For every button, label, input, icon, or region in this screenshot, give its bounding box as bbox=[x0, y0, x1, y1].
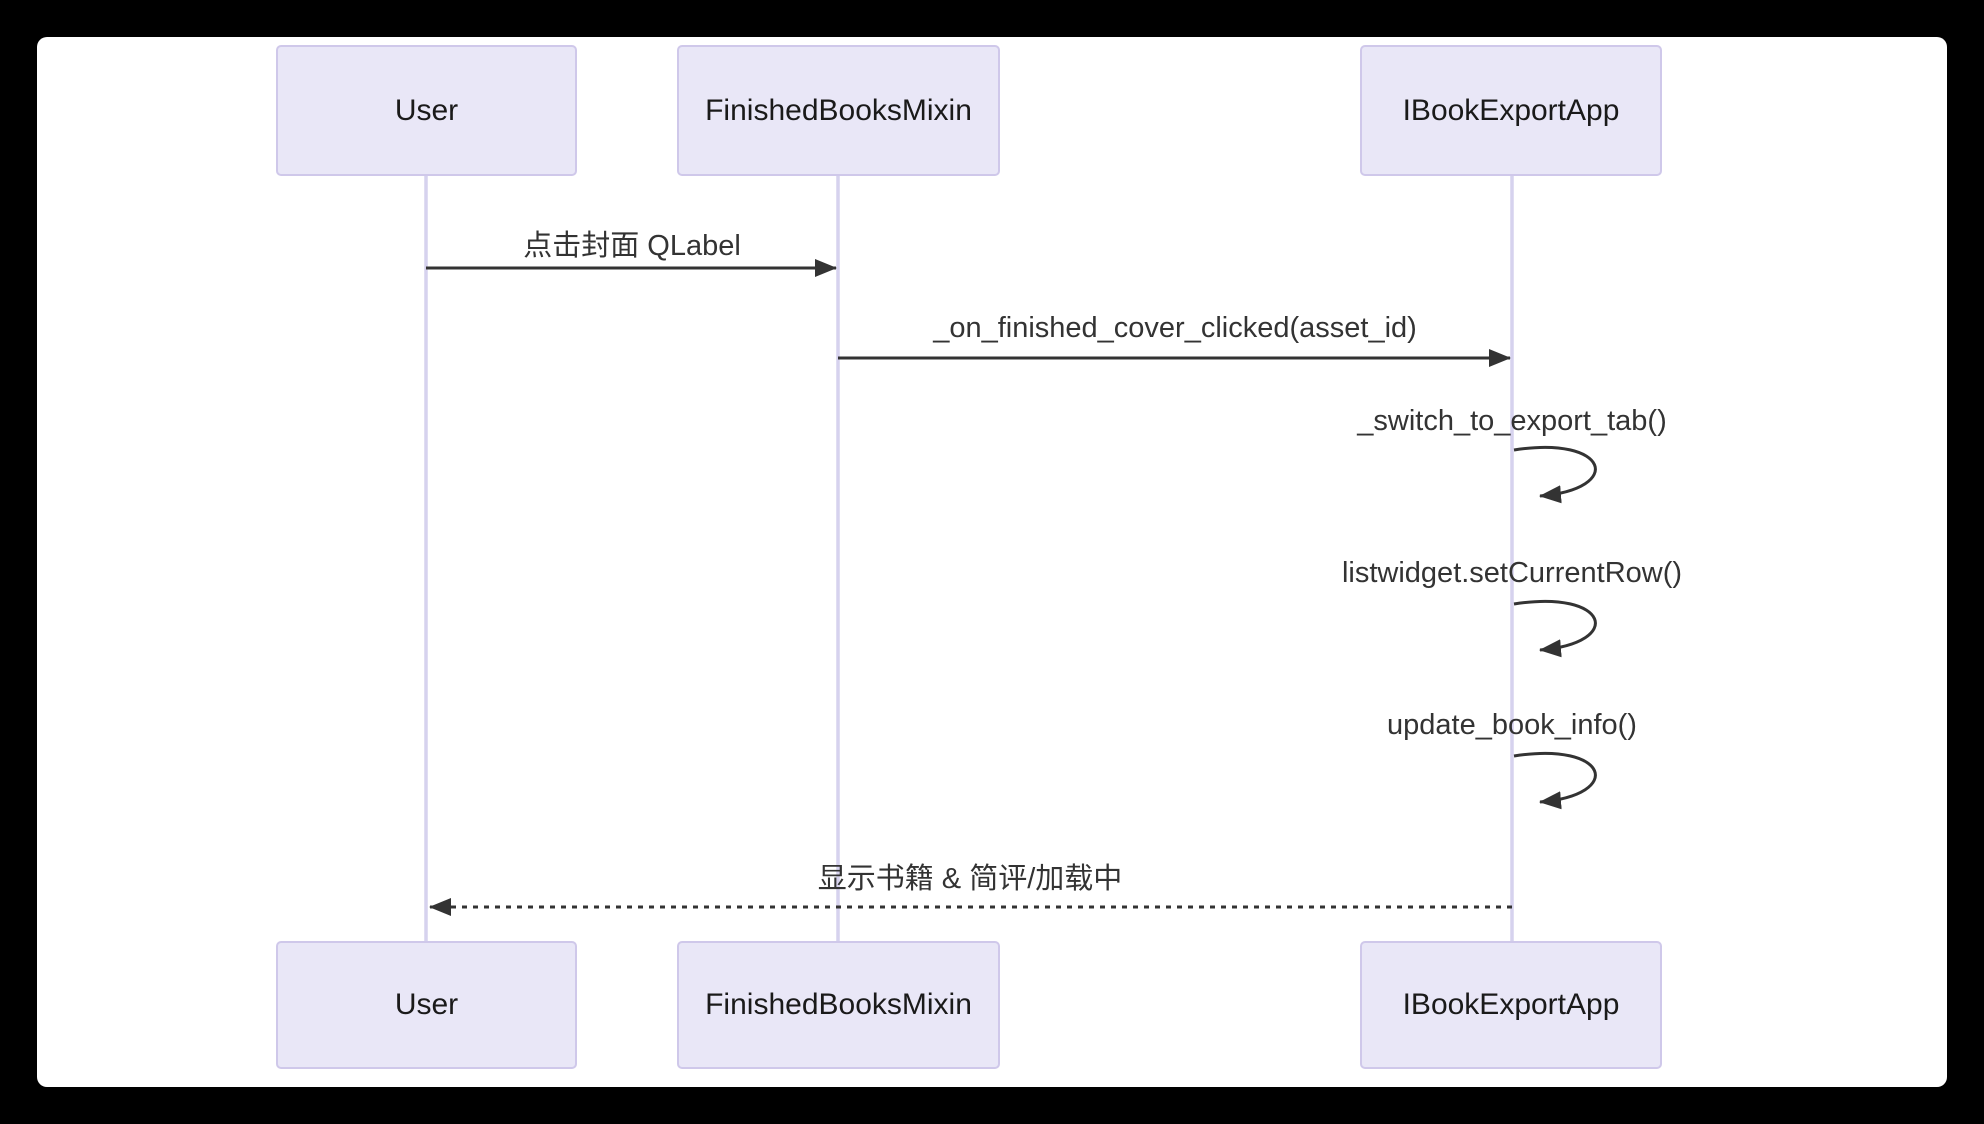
self-loop-arrow-update-book-info bbox=[1513, 751, 1597, 810]
actor-label: FinishedBooksMixin bbox=[705, 988, 972, 1021]
message-label-switch-to-export-tab: _switch_to_export_tab() bbox=[1357, 405, 1667, 437]
actor-top-user: User bbox=[276, 45, 577, 176]
message-label-show-book-info: 显示书籍 & 简评/加载中 bbox=[817, 863, 1123, 895]
sequence-diagram-lines bbox=[424, 176, 1597, 941]
message-label-set-current-row: listwidget.setCurrentRow() bbox=[1341, 557, 1683, 589]
actor-bottom-user: User bbox=[276, 941, 577, 1069]
message-label-update-book-info: update_book_info() bbox=[1387, 709, 1637, 741]
actor-bottom-ibook-export-app: IBookExportApp bbox=[1360, 941, 1662, 1069]
self-loop-arrow-set-current-row bbox=[1513, 599, 1597, 658]
message-label-on-finished-cover-clicked: _on_finished_cover_clicked(asset_id) bbox=[933, 312, 1417, 344]
actor-top-ibook-export-app: IBookExportApp bbox=[1360, 45, 1662, 176]
actor-label: FinishedBooksMixin bbox=[705, 93, 972, 127]
actor-bottom-finished-books-mixin: FinishedBooksMixin bbox=[677, 941, 1000, 1069]
actor-top-finished-books-mixin: FinishedBooksMixin bbox=[677, 45, 1000, 176]
actor-label: User bbox=[394, 93, 459, 127]
self-loop-arrow-switch-to-export-tab bbox=[1513, 445, 1597, 504]
diagram-canvas: User FinishedBooksMixin IBookExportApp U… bbox=[37, 37, 1947, 1087]
actor-label: IBookExportApp bbox=[1402, 93, 1620, 127]
actor-label: IBookExportApp bbox=[1402, 988, 1620, 1021]
message-label-click-cover: 点击封面 QLabel bbox=[523, 230, 741, 262]
actor-label: User bbox=[394, 988, 459, 1021]
